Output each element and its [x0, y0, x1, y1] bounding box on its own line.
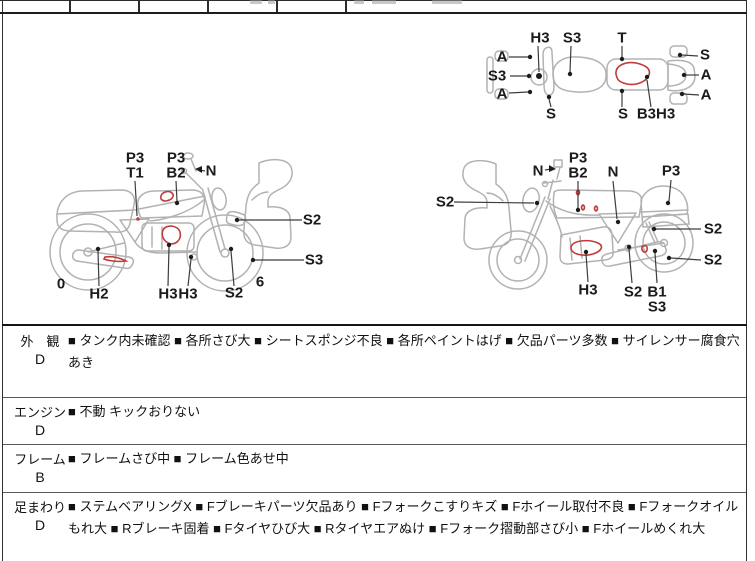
diagram-label: S2 — [435, 193, 455, 211]
header-bottom-border — [0, 12, 747, 14]
section-items: ■ タンク内未確認 ■ 各所さび大 ■ シートスポンジ不良 ■ 各所ペイントはげ… — [68, 333, 740, 370]
row-divider — [3, 444, 746, 445]
header-cell-divider — [138, 0, 140, 12]
section-grade: D — [34, 422, 46, 438]
diagram-label: S2 — [703, 251, 723, 269]
diagram-label: S2 — [224, 284, 244, 302]
diagram-label: S3 — [304, 251, 324, 269]
diagram-label: N — [532, 162, 544, 180]
section-items: ■ フレームさび中 ■ フレーム色あせ中 — [68, 451, 289, 466]
table-right-border — [746, 0, 747, 561]
section-items: ■ ステムベアリングX ■ Fブレーキパーツ欠品あり ■ Fフォークこすりキズ … — [68, 499, 739, 536]
motorcycle-line-art — [49, 45, 702, 292]
diagram-label: B2 — [568, 164, 588, 182]
diagram-label: S — [617, 105, 629, 123]
diagram-label: S3 — [647, 298, 667, 316]
header-cell-divider — [276, 0, 278, 12]
header-cell-divider — [345, 0, 347, 12]
diagram-label: P3 — [568, 149, 588, 167]
diagram-label: P3 — [166, 149, 186, 167]
diagram-label: S — [545, 105, 557, 123]
diagram-label: B2 — [166, 164, 186, 182]
diagram-label: A — [700, 66, 712, 84]
diagram-label: H3 — [158, 285, 178, 303]
section-row-exterior: 外 観 D ■ タンク内未確認 ■ 各所さび大 ■ シートスポンジ不良 ■ 各所… — [3, 327, 746, 397]
header-cell-divider — [69, 0, 71, 12]
section-label: フレーム — [14, 452, 66, 467]
diagram-label: H3 — [578, 281, 598, 299]
diagram-label: N — [205, 162, 217, 180]
diagram-label: N — [607, 163, 619, 181]
section-row-undercarriage: 足まわり D ■ ステムベアリングX ■ Fブレーキパーツ欠品あり ■ Fフォー… — [3, 493, 746, 561]
section-items: ■ 不動 キックおりない — [68, 404, 201, 419]
diagram-label: S — [699, 46, 711, 64]
cropped-text-remnant — [432, 0, 462, 4]
cropped-text-remnant — [268, 0, 275, 4]
diagram-label: H3 — [530, 29, 550, 47]
diagram-label: S2 — [703, 220, 723, 238]
section-grade: D — [34, 517, 46, 533]
section-grade: D — [34, 351, 46, 367]
diagram-label: B3H3 — [636, 105, 676, 123]
section-grade: B — [35, 469, 45, 485]
cropped-text-remnant — [354, 0, 364, 4]
diagram-label: H2 — [89, 285, 109, 303]
diagram-label: T — [617, 29, 627, 47]
diagram-bottom-border — [2, 324, 747, 326]
diagram-label: P3 — [661, 162, 681, 180]
diagram-label: P3 — [125, 149, 145, 167]
header-cell-divider — [207, 0, 209, 12]
diagram-label: B1 — [647, 283, 667, 301]
diagram-label: S3 — [562, 29, 582, 47]
row-divider — [3, 397, 746, 398]
diagram-label: T1 — [126, 164, 144, 182]
diagram-label: S2 — [302, 211, 322, 229]
diagram-label: A — [496, 85, 508, 103]
section-label: 足まわり — [13, 500, 66, 515]
diagram-label: 6 — [255, 273, 265, 291]
section-row-engine: エンジン D ■ 不動 キックおりない — [3, 398, 746, 444]
diagram-label: A — [700, 86, 712, 104]
diagram-label: A — [496, 48, 508, 66]
cropped-text-remnant — [372, 0, 396, 4]
table-left-border — [2, 0, 3, 561]
diagram-label: 0 — [56, 275, 66, 293]
section-row-frame: フレーム B ■ フレームさび中 ■ フレーム色あせ中 — [3, 445, 746, 492]
row-divider — [3, 492, 746, 493]
section-label: エンジン — [13, 405, 66, 420]
diagram-label: S3 — [487, 67, 507, 85]
diagram-label: H3 — [178, 285, 198, 303]
section-label: 外 観 — [20, 334, 60, 349]
cropped-text-remnant — [250, 0, 262, 4]
diagram-label: S2 — [623, 283, 643, 301]
